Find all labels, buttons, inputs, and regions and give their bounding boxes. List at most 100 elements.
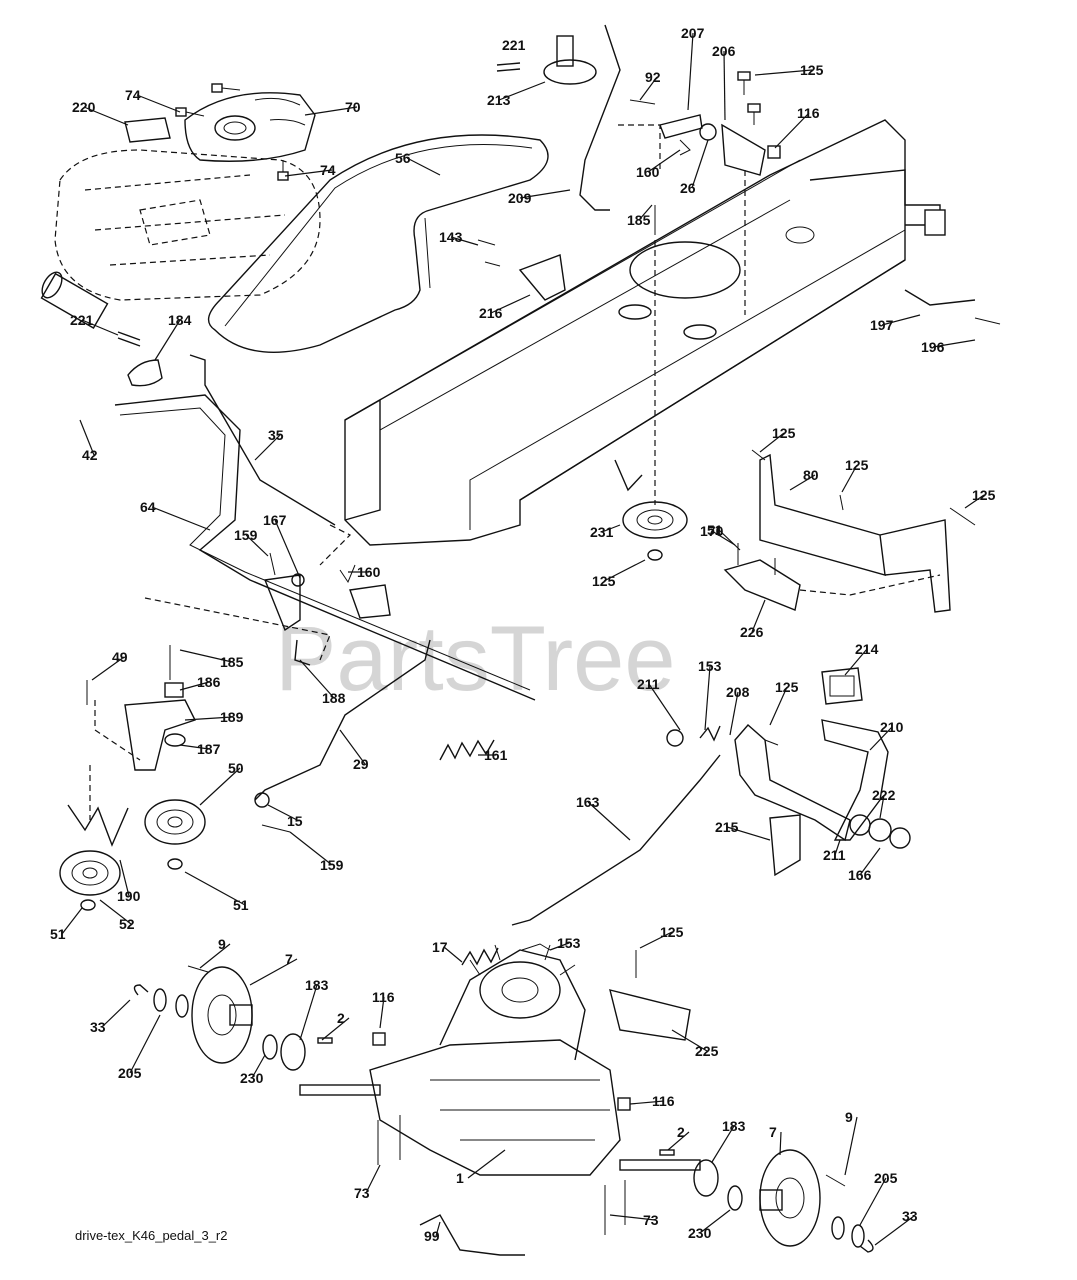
leader-line-33: [101, 999, 131, 1028]
seat-assembly: [54, 149, 321, 301]
leader-line-70: [304, 106, 358, 116]
leader-line-207: [687, 32, 694, 111]
leader-line-214: [844, 648, 868, 676]
leader-line-7: [249, 958, 298, 986]
callout-163: 163: [576, 794, 600, 810]
callout-214: 214: [855, 641, 879, 657]
leader-line-73: [365, 1164, 381, 1194]
rod-99: [419, 1214, 525, 1256]
washer-187: [164, 733, 186, 747]
leader-line-205: [129, 1014, 161, 1074]
washer-211-low: [849, 814, 871, 836]
callout-208: 208: [726, 684, 750, 700]
callout-206: 206: [712, 43, 736, 59]
pedal-arm-208: [734, 724, 851, 842]
clip-160-mid: [339, 564, 356, 584]
leader-line-211: [648, 683, 681, 731]
pedal-210: [821, 719, 889, 841]
lever-64: [114, 394, 536, 701]
leader-line-56: [406, 157, 441, 176]
nut-51-low: [80, 899, 96, 911]
leader-line-35: [254, 434, 281, 461]
callout-51: 51: [233, 897, 249, 913]
bracket-206: [721, 123, 766, 176]
callout-56: 56: [395, 150, 411, 166]
callout-73: 73: [354, 1185, 370, 1201]
leader-line-230: [699, 1209, 731, 1234]
bracket-215: [769, 814, 801, 877]
bolt-74-a: [211, 83, 241, 93]
bolt-9-left: [187, 965, 209, 973]
pin-92: [629, 99, 656, 105]
leader-line-186: [179, 681, 210, 691]
callout-125: 125: [845, 457, 869, 473]
leader-line-213: [498, 81, 546, 101]
callout-125: 125: [592, 573, 616, 589]
leader-line-50: [199, 767, 241, 806]
leader-line-216: [490, 294, 531, 314]
callout-125: 125: [775, 679, 799, 695]
pedal-pad-214: [821, 667, 863, 705]
callout-1: 1: [456, 1170, 464, 1186]
leader-line-225: [671, 1029, 708, 1052]
callout-33: 33: [902, 1208, 918, 1224]
leader-line-184: [154, 319, 181, 361]
leader-line-196: [932, 339, 976, 348]
bolt-125-top: [737, 71, 761, 125]
leader-line-116: [379, 996, 385, 1029]
knob-213: [543, 35, 597, 85]
bolts-143: [477, 239, 501, 267]
callout-153: 153: [557, 935, 581, 951]
leader-line-51: [718, 529, 741, 551]
bushing-183-left: [280, 1033, 306, 1071]
leader-line-226: [751, 599, 766, 633]
callout-213: 213: [487, 92, 511, 108]
pin-159-lower: [261, 824, 291, 833]
callout-26: 26: [680, 180, 696, 196]
leader-line-183: [299, 984, 318, 1041]
wire-170: [614, 459, 643, 492]
callout-64: 64: [140, 499, 156, 515]
main-frame: [344, 119, 946, 546]
spring-161: [439, 739, 495, 761]
drive-belt: [207, 134, 549, 353]
leader-line-52: [99, 899, 132, 925]
leader-line-205: [859, 1177, 887, 1226]
leader-line-197: [881, 314, 921, 326]
leader-line-29: [339, 729, 366, 765]
leader-line-143: [450, 236, 479, 246]
leader-line-125: [754, 69, 813, 76]
callout-9: 9: [218, 936, 226, 952]
leader-line-80: [789, 474, 816, 491]
leader-line-125: [964, 494, 985, 509]
washer-230-left: [262, 1034, 278, 1060]
leader-line-125: [759, 432, 785, 453]
callout-125: 125: [972, 487, 996, 503]
callout-231: 231: [590, 524, 614, 540]
rod-163: [511, 754, 721, 926]
leader-line-116: [629, 1100, 665, 1105]
leader-line-159: [289, 831, 333, 866]
leader-line-183: [711, 1125, 735, 1163]
idler-arm-189: [124, 699, 196, 771]
leader-line-33: [874, 1215, 915, 1246]
callout-211: 211: [637, 676, 660, 692]
leader-line-153: [549, 942, 570, 951]
callout-183: 183: [305, 977, 329, 993]
leader-line-1: [467, 1149, 506, 1179]
key-2-left: [317, 1037, 333, 1044]
callout-125: 125: [800, 62, 824, 78]
callout-220: 220: [72, 99, 96, 115]
callout-210: 210: [880, 719, 904, 735]
fender-pod: [184, 92, 316, 162]
clip-221-top: [496, 62, 521, 72]
bolts-125-bracket: [737, 449, 976, 575]
callout-183: 183: [722, 1118, 746, 1134]
leader-line-211: [834, 839, 841, 856]
bolt-9-right: [825, 1174, 846, 1187]
callout-225: 225: [695, 1043, 719, 1059]
callout-159: 159: [320, 857, 344, 873]
clip-160-top: [679, 139, 691, 156]
callout-161: 161: [484, 747, 508, 763]
spacer-186: [164, 682, 184, 698]
